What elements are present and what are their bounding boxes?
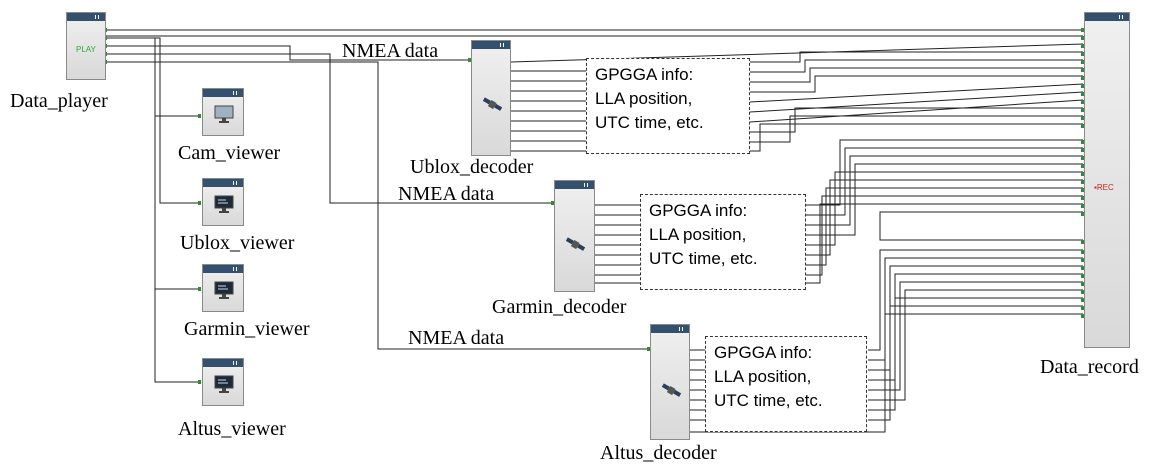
info-line: UTC time, etc. — [649, 249, 758, 268]
rec-label: ▪REC — [1094, 183, 1114, 192]
garmin-info-box: GPGGA info: LLA position, UTC time, etc. — [640, 194, 806, 290]
wire-player-altus-decoder — [106, 61, 649, 350]
play-label: PLAY — [76, 45, 96, 54]
ublox-viewer-caption: Ublox_viewer — [180, 232, 295, 254]
data-record-caption: Data_record — [1040, 356, 1139, 378]
altus-viewer-caption: Altus_viewer — [178, 418, 286, 440]
garmin-viewer-caption: Garmin_viewer — [184, 318, 310, 340]
terminal-icon — [214, 195, 234, 213]
info-line: LLA position, — [595, 89, 693, 108]
altus-decoder-block[interactable] — [650, 324, 690, 440]
info-line: GPGGA info: — [649, 201, 748, 220]
nmea-data-label-garmin: NMEA data — [398, 183, 495, 205]
altus-info-box: GPGGA info: LLA position, UTC time, etc. — [705, 336, 867, 432]
cam-viewer-block[interactable] — [202, 88, 244, 136]
garmin-decoder-caption: Garmin_decoder — [492, 296, 627, 318]
data-player-caption: Data_player — [10, 90, 108, 112]
altus-viewer-block[interactable] — [202, 358, 244, 406]
info-line: UTC time, etc. — [595, 113, 704, 132]
info-line: UTC time, etc. — [714, 391, 823, 410]
ublox-viewer-block[interactable] — [202, 178, 244, 226]
cam-viewer-caption: Cam_viewer — [178, 142, 281, 164]
monitor-icon — [214, 105, 234, 123]
ublox-decoder-block[interactable] — [471, 40, 511, 156]
satellite-icon — [482, 97, 503, 111]
terminal-icon — [214, 281, 234, 299]
info-line: GPGGA info: — [714, 343, 813, 362]
wire-player-garmin-decoder — [106, 53, 553, 204]
info-line: GPGGA info: — [595, 65, 694, 84]
satellite-icon — [661, 383, 682, 397]
garmin-viewer-block[interactable] — [202, 264, 244, 312]
nmea-data-label-altus: NMEA data — [408, 327, 505, 349]
terminal-icon — [214, 375, 234, 393]
data-record-block[interactable]: ▪REC — [1084, 12, 1130, 348]
nmea-data-label-ublox: NMEA data — [342, 40, 439, 62]
wire-player-ublox-viewer — [106, 37, 200, 204]
altus-decoder-caption: Altus_decoder — [600, 442, 717, 464]
ublox-decoder-caption: Ublox_decoder — [410, 156, 534, 178]
wire-player-cam — [106, 37, 200, 117]
satellite-icon — [565, 237, 586, 251]
info-line: LLA position, — [649, 225, 747, 244]
data-player-block[interactable]: PLAY — [66, 12, 106, 80]
ublox-info-box: GPGGA info: LLA position, UTC time, etc. — [586, 58, 750, 154]
info-line: LLA position, — [714, 367, 812, 386]
garmin-decoder-block[interactable] — [554, 180, 595, 292]
wire-player-ublox-decoder — [106, 45, 470, 61]
